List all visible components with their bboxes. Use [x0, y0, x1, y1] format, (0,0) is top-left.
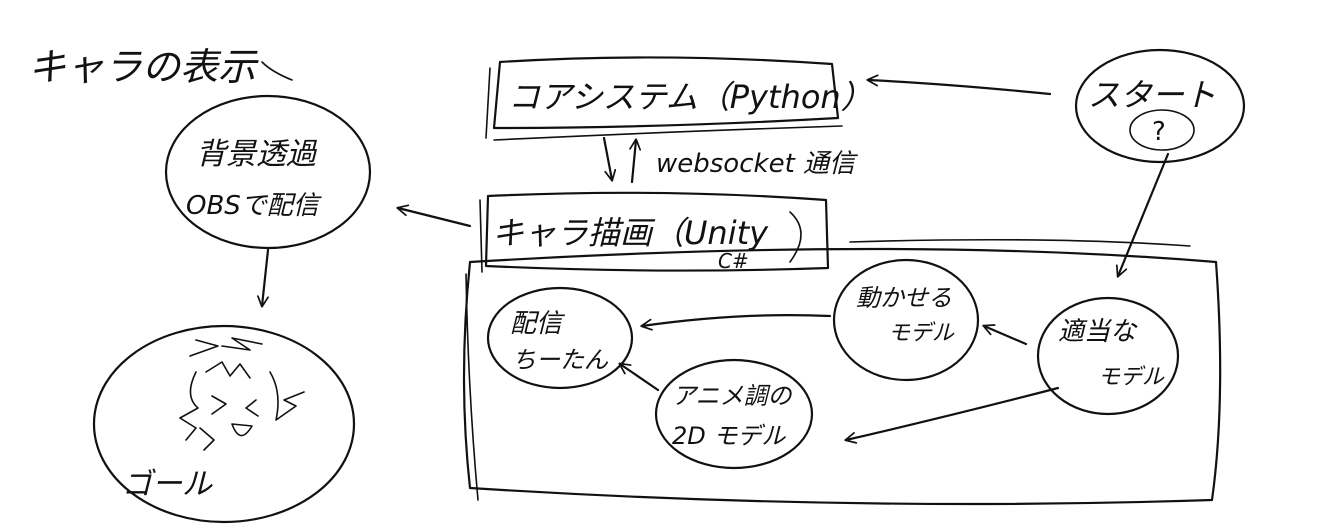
start-label: スタート — [1088, 76, 1216, 114]
model-container — [462, 247, 1222, 506]
arrow-start-to-core — [868, 80, 1052, 96]
renderer-closing-paren — [789, 211, 802, 263]
goal-label: ゴール — [122, 467, 213, 502]
movable-model-line1: 動かせる — [856, 284, 952, 312]
goal-face-sketch — [179, 337, 305, 451]
title-flourish — [261, 61, 293, 81]
transparent-bg-line1: 背景透過 — [196, 137, 318, 172]
anime-model-line1: アニメ調の — [672, 382, 794, 410]
streaming-line1: 配信 — [510, 309, 566, 339]
streaming-line2: ちーたん — [512, 346, 609, 374]
character-renderer-label: キャラ描画（Unity — [492, 214, 769, 252]
arrow-anime-to-streaming — [620, 364, 660, 392]
arrow-suitable-to-anime — [846, 386, 1060, 440]
character-renderer-box: キャラ描画（Unity C# — [479, 191, 830, 273]
streaming-node: 配信 ちーたん — [486, 286, 634, 390]
character-renderer-sub: C# — [718, 249, 749, 273]
websocket-connector: websocket 通信 — [602, 136, 859, 184]
question-circle — [1129, 109, 1195, 151]
arrow-renderer-to-background — [398, 208, 472, 228]
suitable-model-line1: 適当な — [1058, 317, 1138, 347]
movable-model-line2: モデル — [888, 321, 955, 346]
transparent-background-node: 背景透過 OBSで配信 — [164, 94, 372, 250]
arrow-start-to-suitable-model — [1118, 152, 1170, 276]
anime-model-line2: 2D モデル — [672, 422, 786, 450]
transparent-bg-line2: OBSで配信 — [186, 191, 323, 221]
websocket-label: websocket 通信 — [656, 149, 859, 179]
goal-node: ゴール — [92, 324, 356, 524]
core-system-label: コアシステム（Python） — [508, 78, 873, 116]
anime-model-node: アニメ調の 2D モデル — [654, 358, 814, 470]
arrow-suitable-to-movable — [984, 326, 1028, 346]
start-question: ? — [1152, 117, 1166, 147]
suitable-model-node: 適当な モデル — [1036, 296, 1180, 416]
diagram-title: キャラの表示 — [28, 45, 259, 89]
core-system-box: コアシステム（Python） — [485, 56, 873, 141]
arrow-background-to-goal — [262, 248, 270, 306]
suitable-model-line2: モデル — [1098, 365, 1165, 390]
arrow-movable-to-streaming — [642, 314, 832, 326]
model-container-inner-edge — [465, 238, 1191, 501]
start-node: スタート ? — [1074, 48, 1246, 164]
movable-model-node: 動かせる モデル — [832, 258, 980, 382]
